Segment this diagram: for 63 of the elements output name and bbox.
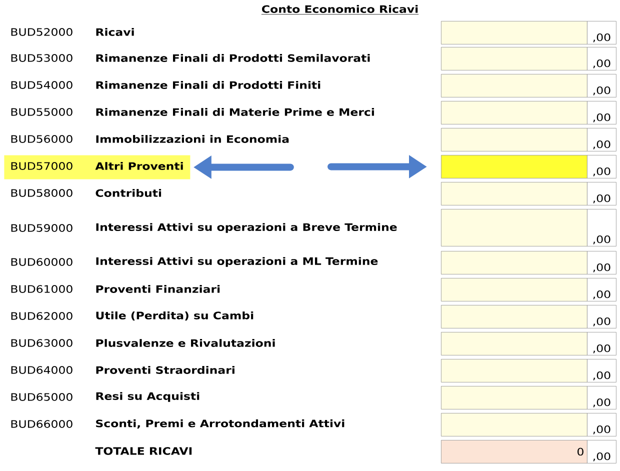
row-code: BUD65000 (11, 393, 72, 401)
currency-cell: ,00 (587, 440, 616, 464)
row-code: BUD66000 (11, 420, 72, 428)
currency-cell: ,00 (587, 359, 616, 382)
currency-cell: ,00 (587, 251, 616, 274)
row-label: Interessi Attivi su operazioni a ML Termine (96, 257, 378, 267)
input-field (441, 278, 588, 302)
currency-cell: ,00 (587, 386, 616, 410)
input-field (441, 413, 588, 436)
input-field (441, 74, 588, 98)
currency-cell: ,00 (587, 74, 616, 98)
total-label: TOTALE RICAVI (95, 447, 192, 455)
row-label: Utile (Perdita) su Cambi (96, 311, 254, 321)
input-field (441, 386, 588, 410)
currency-cell: ,00 (587, 47, 616, 70)
currency-cell: ,00 (587, 278, 616, 302)
highlighted-row: BUD57000 Altri Proventi (4, 155, 190, 180)
title: Conto Economico Ricavi (261, 5, 419, 15)
currency-cell: ,00 (587, 332, 616, 356)
row-code: BUD60000 (11, 258, 72, 266)
currency-cell: ,00 (587, 128, 616, 152)
row-label: Ricavi (96, 28, 134, 36)
currency-cell: ,00 (587, 101, 616, 124)
input-field (441, 21, 588, 44)
row-label: Rimanenze Finali di Prodotti Semilavorati (96, 54, 370, 62)
currency-cell: ,00 (587, 21, 616, 44)
row-code: BUD56000 (11, 135, 72, 143)
currency-cell: ,00 (587, 305, 616, 328)
input-field (441, 359, 588, 382)
input-field (441, 332, 588, 356)
row-code: BUD53000 (11, 54, 72, 62)
row-label: Plusvalenze e Rivalutazioni (96, 339, 275, 347)
row-label: Contributi (96, 189, 162, 197)
row-label: Proventi Finanziari (96, 285, 220, 293)
input-field (441, 305, 588, 328)
input-field (441, 155, 588, 178)
row-code: BUD61000 (11, 285, 72, 293)
row-label: Rimanenze Finali di Materie Prime e Merci (96, 108, 374, 116)
input-field (441, 128, 588, 152)
currency-cell: ,00 (587, 209, 616, 246)
input-field (441, 209, 588, 246)
row-code: BUD54000 (11, 81, 72, 89)
input-field (441, 182, 588, 206)
row-code: BUD64000 (11, 366, 72, 374)
input-field (441, 47, 588, 70)
row-label: Resi su Acquisti (96, 392, 200, 402)
input-field (441, 101, 588, 124)
row-code: BUD58000 (11, 189, 72, 197)
row-code: BUD62000 (11, 312, 72, 320)
currency-cell: ,00 (587, 155, 616, 178)
currency-cell: ,00 (587, 182, 616, 206)
row-label: Immobilizzazioni in Economia (96, 135, 289, 143)
row-label: Proventi Straordinari (96, 366, 234, 374)
row-label: Interessi Attivi su operazioni a Breve Termine (96, 223, 397, 233)
input-field (441, 251, 588, 274)
row-code: BUD63000 (11, 339, 72, 347)
row-label: Rimanenze Finali di Prodotti Finiti (96, 81, 320, 89)
row-code: BUD52000 (11, 28, 72, 36)
row-code: BUD55000 (11, 108, 72, 116)
input-field: 0 (441, 440, 588, 464)
row-label: Sconti, Premi e Arrotondamenti Attivi (96, 419, 344, 429)
row-code: BUD59000 (11, 224, 72, 232)
currency-cell: ,00 (587, 413, 616, 436)
